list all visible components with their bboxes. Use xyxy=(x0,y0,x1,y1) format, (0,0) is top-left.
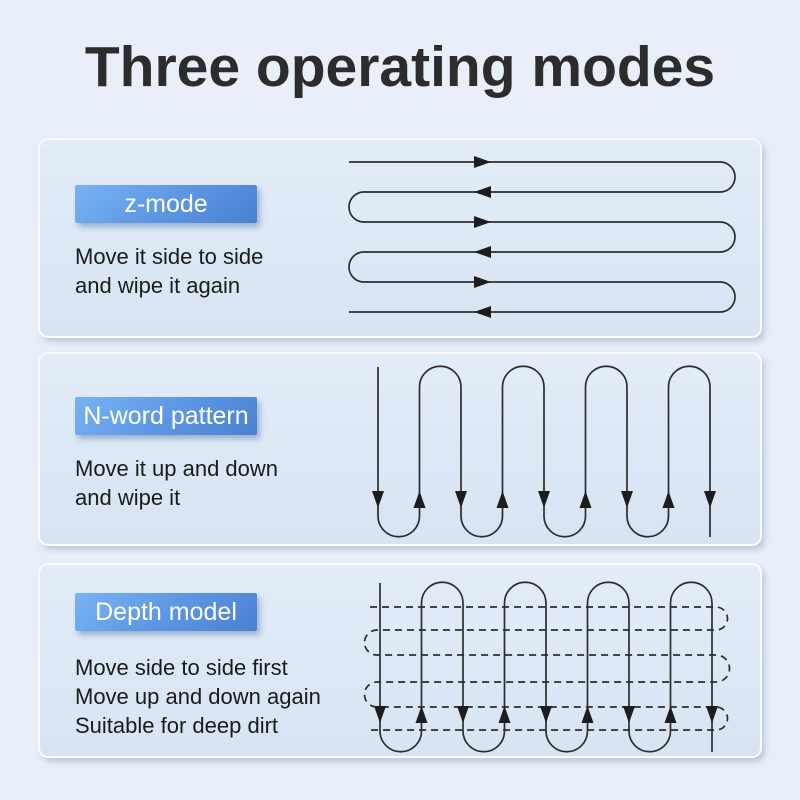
arrow-up-icon xyxy=(415,706,428,723)
arrow-down-icon xyxy=(540,706,552,723)
z-mode-badge-label: z-mode xyxy=(124,189,208,218)
n-word-description-line-2: and wipe it xyxy=(75,485,181,510)
depth-model-badge: Depth model xyxy=(75,593,257,631)
crosshatch-serpentine-arrows-icon xyxy=(363,581,731,753)
arrow-right-icon xyxy=(474,216,491,228)
arrow-down-icon xyxy=(706,706,718,723)
arrow-up-icon xyxy=(581,706,594,723)
z-mode-badge: z-mode xyxy=(75,185,257,223)
panel-z-mode: z-mode Move it side to side and wipe it … xyxy=(38,138,762,338)
arrow-down-icon xyxy=(704,491,716,508)
arrow-down-icon xyxy=(621,491,633,508)
depth-model-description: Move side to side first Move up and down… xyxy=(75,653,321,740)
arrow-down-icon xyxy=(457,706,469,723)
arrow-right-icon xyxy=(474,276,491,288)
n-word-description-line-1: Move it up and down xyxy=(75,456,279,481)
arrow-down-icon xyxy=(455,491,467,508)
arrow-right-icon xyxy=(474,156,491,168)
arrow-up-icon xyxy=(496,491,509,508)
arrow-left-icon xyxy=(474,306,491,318)
arrow-down-icon xyxy=(372,491,384,508)
z-mode-description: Move it side to side and wipe it again xyxy=(75,242,263,300)
depth-description-line-1: Move side to side first xyxy=(75,655,288,680)
z-mode-description-line-1: Move it side to side xyxy=(75,244,264,269)
panel-depth-model: Depth model Move side to side first Move… xyxy=(38,563,762,758)
n-word-pattern-badge: N-word pattern xyxy=(75,397,257,435)
depth-description-line-3: Suitable for deep dirt xyxy=(75,713,279,738)
panel-n-word-pattern: N-word pattern Move it up and down and w… xyxy=(38,352,762,546)
n-word-pattern-description: Move it up and down and wipe it xyxy=(75,454,278,512)
arrow-up-icon xyxy=(579,491,592,508)
arrow-left-icon xyxy=(474,246,491,258)
arrow-up-icon xyxy=(662,491,675,508)
arrow-up-icon xyxy=(498,706,511,723)
arrow-up-icon xyxy=(413,491,426,508)
page-title: Three operating modes xyxy=(84,35,716,99)
vertical-serpentine-arrows-icon xyxy=(372,365,716,538)
horizontal-serpentine-arrows-icon xyxy=(348,156,736,318)
arrow-down-icon xyxy=(538,491,550,508)
arrow-down-icon xyxy=(374,706,386,723)
depth-description-line-2: Move up and down again xyxy=(75,684,321,709)
arrow-down-icon xyxy=(623,706,635,723)
n-word-pattern-badge-label: N-word pattern xyxy=(83,401,249,430)
arrow-up-icon xyxy=(664,706,677,723)
z-mode-description-line-2: and wipe it again xyxy=(75,273,241,298)
arrow-left-icon xyxy=(474,186,491,198)
depth-model-badge-label: Depth model xyxy=(95,597,237,626)
